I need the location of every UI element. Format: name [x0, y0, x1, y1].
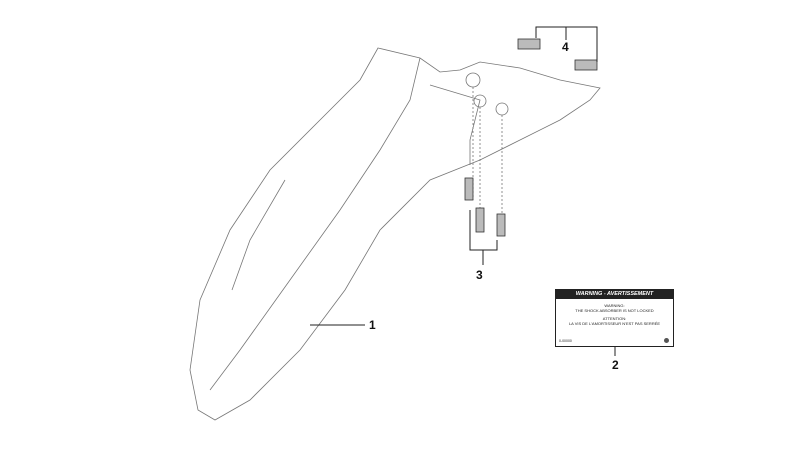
screws: [464, 38, 598, 237]
callout-2: 2: [612, 358, 619, 372]
label-symbol-icon: [664, 338, 669, 343]
front-fender: [189, 47, 601, 421]
warning-line-4: LA VIS DE L'AMORTISSEUR N'EST PAS SERRÉE: [568, 321, 661, 326]
warning-label-header: WARNING - AVERTISSEMENT: [556, 290, 673, 299]
callout-1: 1: [369, 318, 376, 332]
callout-4: 4: [562, 40, 569, 54]
callout-3: 3: [476, 268, 483, 282]
warning-label: WARNING - AVERTISSEMENT WARNING: THE SHO…: [555, 289, 674, 347]
warning-line-2: THE SHOCK ABSORBER IS NOT LOCKED: [575, 308, 654, 313]
warning-line-3: ATTENTION:: [602, 316, 627, 321]
label-code: 0-00000: [559, 339, 572, 343]
warning-line-1: WARNING:: [604, 303, 625, 308]
